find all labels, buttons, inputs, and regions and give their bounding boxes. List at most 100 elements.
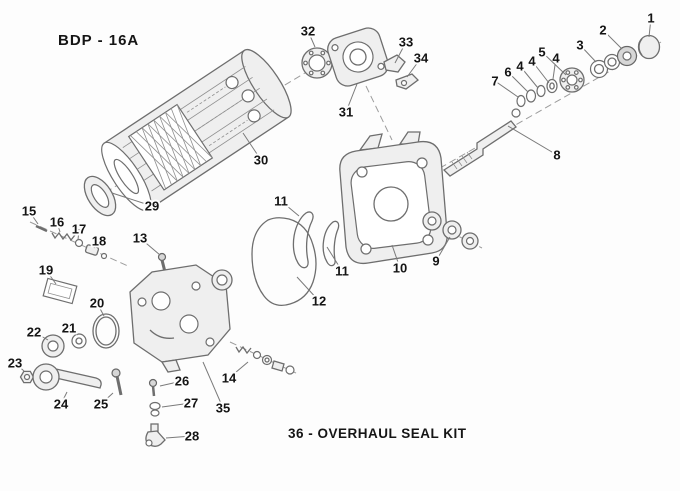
leader-line-20 [96,302,105,317]
callout-21: 21 [62,321,76,336]
leader-line-1 [648,17,652,38]
callout-5: 5 [538,45,545,60]
leader-line-11 [280,200,300,217]
callout-7: 7 [491,74,498,89]
leader-line-35 [202,361,224,409]
leader-line-6 [507,71,529,93]
gasket-12 [251,217,317,307]
clip-34 [395,73,419,90]
callout-12: 12 [312,294,326,309]
callout-8: 8 [553,148,560,163]
relief-valve-parts [35,224,108,260]
end-plate-ring [83,175,117,217]
callout-17: 17 [72,222,86,237]
leader-line-27 [161,402,192,408]
callout-16: 16 [50,215,64,230]
leader-line-4 [552,57,557,80]
leader-line-28 [165,435,193,439]
callout-3: 3 [576,38,583,53]
leader-line-7 [494,80,519,98]
callout-14: 14 [222,371,237,386]
leader-line-17 [77,228,80,241]
seal-kit-caption: 36 - OVERHAUL SEAL KIT [288,426,467,441]
dust-cap [637,34,661,60]
leader-line-24 [60,391,68,405]
seal-rings-9 [442,220,479,250]
washer-22 [41,334,65,358]
leader-line-3 [579,44,597,63]
leader-line-23 [14,362,25,372]
callout-28: 28 [185,429,199,444]
gasket-11b [322,220,340,267]
callout-4: 4 [528,54,536,69]
leader-line-16 [56,221,61,233]
leader-line-18 [93,240,100,249]
backplate-19 [42,277,78,305]
callout-19: 19 [39,263,53,278]
o-ring-20 [92,313,120,349]
callout-18: 18 [92,234,106,249]
pistons [186,75,261,147]
input-shaft [442,108,521,177]
trunnion-arm [32,363,102,391]
callout-26: 26 [175,374,189,389]
leader-line-30 [242,132,262,161]
leader-line-21 [68,327,79,336]
leader-line-11 [326,246,343,272]
charge-ring [211,269,233,291]
leader-line-29 [111,192,153,207]
callout-15: 15 [22,204,36,219]
leader-line-26 [159,380,183,387]
callout-11: 11 [274,194,288,209]
callout-10: 10 [393,261,407,276]
leader-line-22 [33,331,49,341]
pump-housing [339,131,448,265]
leader-line-9 [435,236,451,262]
callout-23: 23 [8,356,22,371]
bearing-32 [301,47,333,79]
retainer-33 [383,54,406,73]
callout-35: 35 [216,401,230,416]
callout-34: 34 [414,51,429,66]
shaft-washers [516,78,558,108]
callout-30: 30 [254,153,268,168]
callout-24: 24 [54,397,69,412]
callout-11: 11 [335,264,349,279]
center-section [129,264,231,373]
seal-21 [71,333,87,349]
callout-1: 1 [647,11,654,26]
retaining-rings [589,53,621,79]
leader-line-5 [541,51,567,76]
nut-23 [19,370,35,384]
leader-line-12 [296,276,320,302]
shaft-seal [616,45,638,67]
washer-27 [149,401,161,417]
callout-33: 33 [399,35,413,50]
callout-2: 2 [599,23,606,38]
callout-4: 4 [516,59,524,74]
leader-line-13 [139,237,161,256]
bushing [422,211,442,231]
fitting-26 [148,378,158,397]
leader-line-4 [519,65,539,89]
leader-line-32 [307,30,316,48]
callout-9: 9 [432,254,439,269]
callout-22: 22 [27,325,41,340]
hatch-pattern [130,104,213,189]
leader-line-19 [45,269,57,285]
leader-line-33 [394,41,407,64]
gasket-11a [292,211,314,269]
callout-20: 20 [90,296,104,311]
callout-29: 29 [145,199,159,214]
callout-32: 32 [301,24,315,39]
bearing-flange [327,27,389,87]
callout-6: 6 [504,65,511,80]
leader-line-25 [100,392,114,405]
bolt-25 [111,368,123,396]
check-valve-parts [235,345,295,375]
leader-line-14 [228,361,249,379]
callout-13: 13 [133,231,147,246]
